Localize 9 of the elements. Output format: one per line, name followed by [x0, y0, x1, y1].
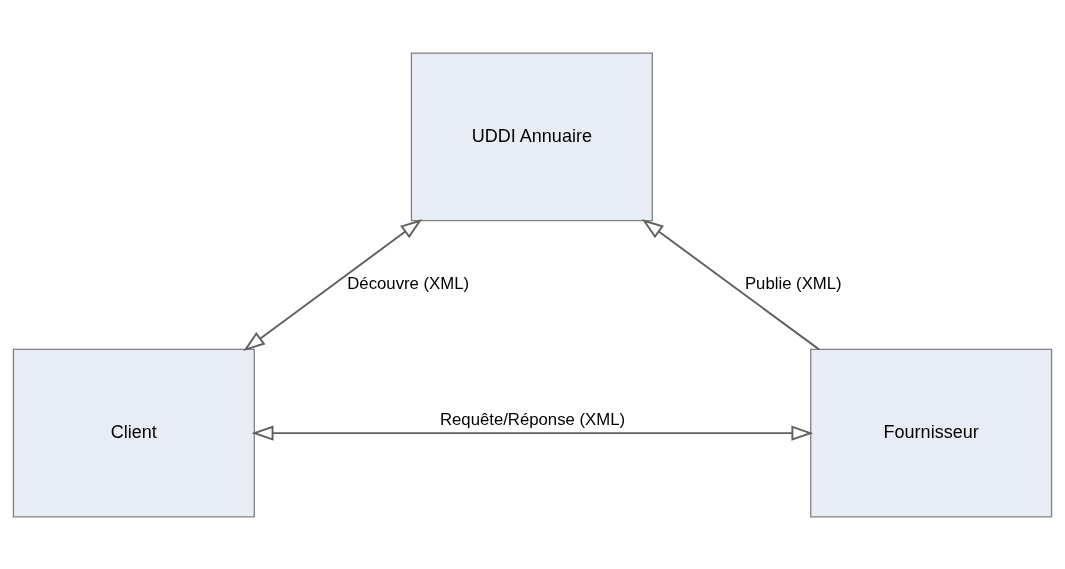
node-box: Client — [12, 348, 255, 517]
arrow — [243, 218, 423, 351]
edge-label: Découvre (XML) — [347, 273, 470, 293]
node-box: Fournisseur — [810, 348, 1053, 517]
edge-label: Requête/Réponse (XML) — [439, 409, 626, 429]
edge-label: Publie (XML) — [744, 273, 842, 293]
arrow — [641, 218, 820, 350]
node-box: UDDI Annuaire — [410, 52, 653, 221]
arrow — [251, 424, 814, 441]
